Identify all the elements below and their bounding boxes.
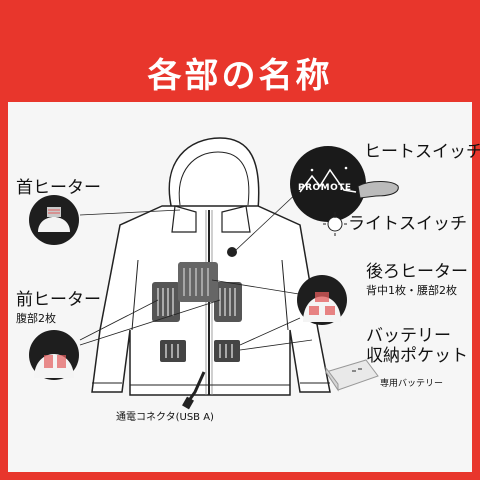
- label-light-switch: ライトスイッチ: [348, 214, 467, 234]
- label-dedicated-battery: 専用バッテリー: [380, 379, 444, 389]
- label-back-heater-sub: 背中1枚・腰部2枚: [366, 284, 457, 297]
- label-heat-switch: ヒートスイッチ: [364, 142, 480, 162]
- label-battery-pocket-line2: 収納ポケット: [366, 346, 468, 366]
- title-band: [8, 8, 472, 102]
- label-front-heater: 前ヒーター: [16, 290, 101, 310]
- label-neck-heater: 首ヒーター: [16, 178, 101, 198]
- brand-logo-text: PROMOTE: [298, 183, 352, 193]
- label-battery-pocket-line1: バッテリー: [366, 326, 451, 346]
- label-connector: 通電コネクタ(USB A): [116, 412, 214, 423]
- label-back-heater: 後ろヒーター: [366, 262, 468, 282]
- label-front-heater-sub: 腹部2枚: [16, 312, 56, 325]
- battery-graphic: [325, 359, 379, 392]
- page-title: 各部の名称: [147, 56, 333, 96]
